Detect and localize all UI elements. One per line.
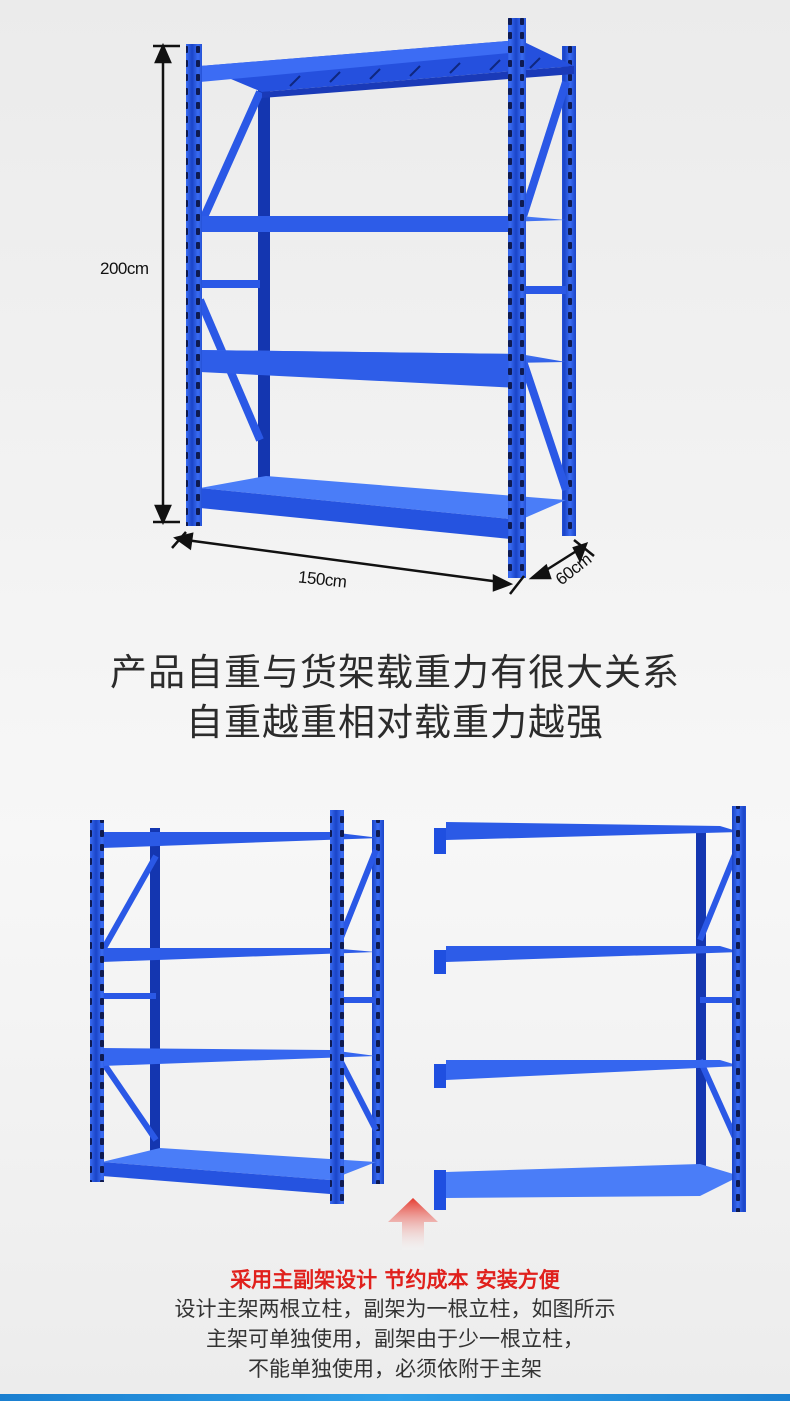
top-shelf-slats xyxy=(289,57,541,87)
up-arrow-icon xyxy=(388,1198,438,1250)
main-rack xyxy=(90,810,384,1204)
caption-title: 采用主副架设计 节约成本 安装方便 xyxy=(230,1268,560,1292)
left-braces xyxy=(196,90,264,442)
caption-block: 采用主副架设计 节约成本 安装方便 设计主架两根立柱，副架为一根立柱，如图所示 … xyxy=(0,1266,790,1384)
main-rack-figure: 200cm 150cm 60cm xyxy=(0,0,790,620)
main-sub-rack-figure xyxy=(0,790,790,1230)
depth-dimension-arrow xyxy=(528,539,595,580)
headline: 产品自重与货架载重力有很大关系 自重越重相对载重力越强 xyxy=(0,648,790,748)
front-right-post xyxy=(508,18,526,578)
caption-line-3: 不能单独使用，必须依附于主架 xyxy=(248,1357,542,1381)
height-dimension-arrow xyxy=(153,42,180,526)
height-label: 200cm xyxy=(100,259,149,278)
back-left-post xyxy=(258,88,270,488)
right-braces xyxy=(516,80,570,492)
caption-line-1: 设计主架两根立柱，副架为一根立柱，如图所示 xyxy=(174,1297,616,1321)
main-rack-illustration xyxy=(153,18,595,595)
sub-rack xyxy=(434,806,746,1212)
width-dimension-arrow xyxy=(171,531,525,595)
back-right-post xyxy=(562,46,576,536)
main-sub-rack-illustration xyxy=(90,806,746,1212)
headline-line-2: 自重越重相对载重力越强 xyxy=(186,701,604,744)
bottom-shelf xyxy=(200,476,566,520)
headline-line-1: 产品自重与货架载重力有很大关系 xyxy=(110,651,680,694)
front-left-post xyxy=(186,44,202,526)
caption-line-2: 主架可单独使用，副架由于少一根立柱， xyxy=(206,1327,584,1351)
bottom-accent-bar xyxy=(0,1394,790,1401)
